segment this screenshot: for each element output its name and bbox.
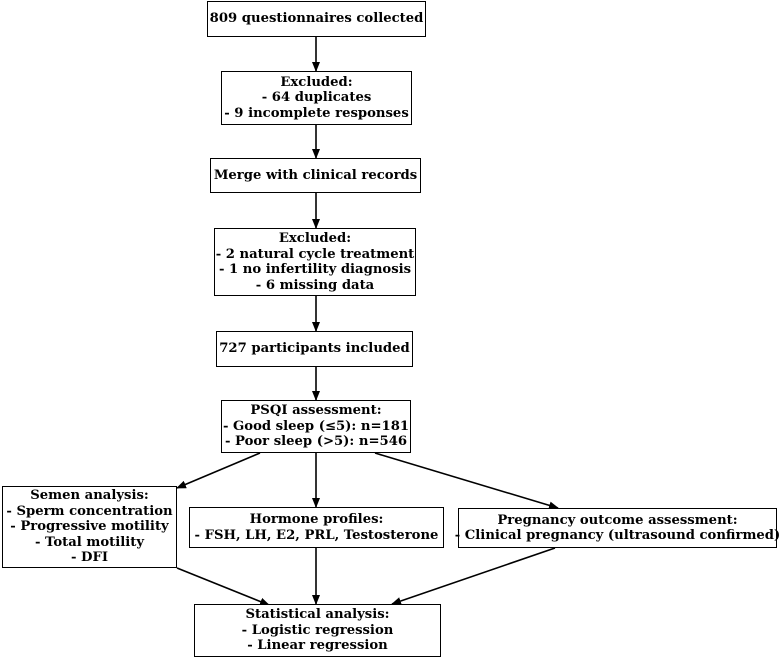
- node-pregnancy-outcome: Pregnancy outcome assessment:- Clinical …: [454, 508, 779, 548]
- arrow-semen-to-stats: [176, 567, 270, 606]
- node-line: - 9 incomplete responses: [224, 105, 409, 121]
- node-line: - Logistic regression: [241, 622, 394, 638]
- node-psqi-assessment: PSQI assessment:- Good sleep (≤5): n=181…: [221, 400, 411, 453]
- node-statistical-analysis: Statistical analysis:- Logistic regressi…: [194, 604, 441, 657]
- node-line: Excluded:: [278, 231, 352, 246]
- node-line: Hormone profiles:: [249, 512, 384, 527]
- arrow-psqi-to-semen: [176, 452, 261, 489]
- node-excluded-clinical: Excluded:- 2 natural cycle treatment- 1 …: [214, 228, 416, 296]
- arrow-pregnancy-to-stats: [391, 547, 556, 605]
- node-line: - Total motility: [34, 534, 145, 550]
- node-line: - Sperm concentration: [6, 503, 173, 519]
- arrow-psqi-to-pregnancy: [374, 452, 559, 510]
- node-line: - Clinical pregnancy (ultrasound confirm…: [454, 528, 779, 543]
- node-line: Statistical analysis:: [245, 607, 390, 623]
- node-line: - Linear regression: [247, 638, 388, 654]
- node-line: - Progressive motility: [10, 519, 169, 535]
- node-line: - 1 no infertility diagnosis: [218, 262, 412, 277]
- node-semen-analysis: Semen analysis:- Sperm concentration- Pr…: [2, 486, 177, 568]
- node-line: - Poor sleep (>5): n=546: [224, 434, 408, 450]
- node-line: - 6 missing data: [255, 277, 375, 293]
- node-line: 727 participants included: [219, 341, 410, 357]
- node-line: - 2 natural cycle treatment: [215, 246, 415, 262]
- node-line: Excluded:: [280, 74, 353, 90]
- node-line: Merge with clinical records: [213, 167, 418, 183]
- node-line: - Good sleep (≤5): n=181: [222, 418, 410, 434]
- node-merge-clinical-records: Merge with clinical records: [210, 158, 421, 193]
- node-hormone-profiles: Hormone profiles:- FSH, LH, E2, PRL, Tes…: [189, 507, 444, 548]
- node-line: - DFI: [70, 550, 109, 566]
- node-questionnaires-collected: 809 questionnaires collected: [207, 1, 426, 37]
- node-line: 809 questionnaires collected: [209, 11, 424, 27]
- node-excluded-duplicates: Excluded:- 64 duplicates- 9 incomplete r…: [221, 71, 412, 125]
- node-line: - FSH, LH, E2, PRL, Testosterone: [194, 527, 439, 543]
- node-line: PSQI assessment:: [250, 403, 382, 419]
- node-line: Semen analysis:: [30, 488, 149, 504]
- node-line: Pregnancy outcome assessment:: [497, 512, 738, 528]
- node-line: - 64 duplicates: [261, 90, 372, 106]
- node-participants-included: 727 participants included: [216, 331, 413, 367]
